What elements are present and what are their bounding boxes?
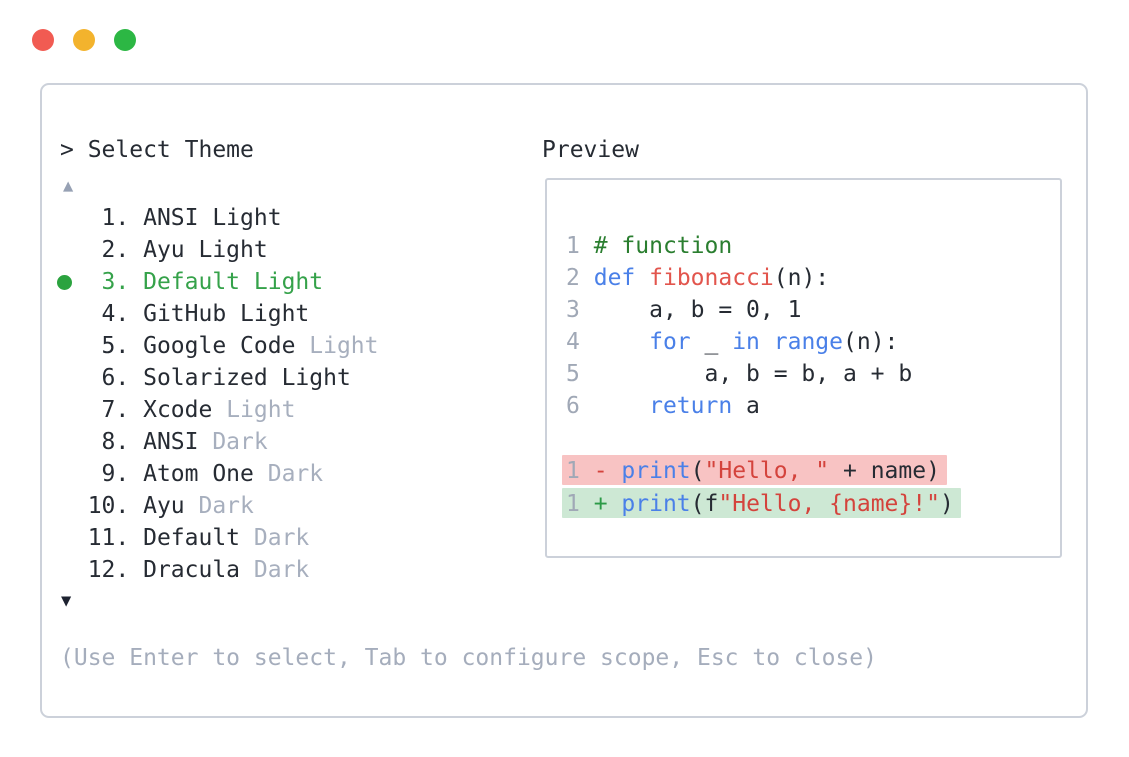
- code-line: 3 a, b = 0, 1: [566, 297, 802, 323]
- theme-list-item[interactable]: 5. Google Code Light: [60, 333, 379, 359]
- theme-picker-window: > Select Theme ▲ 1. ANSI Light 2. Ayu Li…: [40, 83, 1088, 718]
- code-diff-line-added: 1 + print(f"Hello, {name}!"): [562, 487, 961, 520]
- picker-prompt: > Select Theme: [60, 137, 254, 163]
- preview-title: Preview: [542, 137, 639, 163]
- theme-list: 1. ANSI Light 2. Ayu Light 3. Default Li…: [57, 202, 379, 586]
- code-lines: 1 # function 2 def fibonacci(n): 3 a, b = …: [562, 230, 961, 520]
- close-button[interactable]: [32, 29, 54, 51]
- code-line: 1 # function: [566, 233, 733, 259]
- minimize-button[interactable]: [73, 29, 95, 51]
- scroll-up-icon[interactable]: ▲: [63, 176, 74, 196]
- theme-list-item[interactable]: 6. Solarized Light: [60, 365, 351, 391]
- preview-pane: 1 # function 2 def fibonacci(n): 3 a, b = …: [545, 178, 1062, 558]
- theme-list-item[interactable]: 4. GitHub Light: [60, 301, 310, 327]
- theme-list-item[interactable]: 11. Default Dark: [60, 525, 310, 551]
- theme-list-item[interactable]: 8. ANSI Dark: [60, 429, 268, 455]
- theme-list-item[interactable]: 9. Atom One Dark: [60, 461, 324, 487]
- code-line: 5 a, b = b, a + b: [566, 361, 913, 387]
- code-diff-line-removed: 1 - print("Hello, " + name): [562, 454, 961, 487]
- code-line: 2 def fibonacci(n):: [566, 265, 830, 291]
- code-line: [566, 422, 961, 454]
- theme-list-item[interactable]: 1. ANSI Light: [60, 205, 282, 231]
- code-line: 6 return a: [566, 393, 760, 419]
- theme-list-item[interactable]: 7. Xcode Light: [60, 397, 296, 423]
- theme-list-item[interactable]: 10. Ayu Dark: [60, 493, 254, 519]
- help-text: (Use Enter to select, Tab to configure s…: [60, 645, 877, 671]
- code-line: 4 for _ in range(n):: [566, 329, 899, 355]
- zoom-button[interactable]: [114, 29, 136, 51]
- theme-list-item[interactable]: 12. Dracula Dark: [60, 557, 310, 583]
- window-controls: [32, 29, 136, 51]
- scroll-down-icon[interactable]: ▼: [61, 591, 72, 611]
- theme-list-item[interactable]: 2. Ayu Light: [60, 237, 268, 263]
- selected-theme-dot-icon: [57, 275, 72, 290]
- theme-list-item[interactable]: 3. Default Light: [57, 266, 379, 298]
